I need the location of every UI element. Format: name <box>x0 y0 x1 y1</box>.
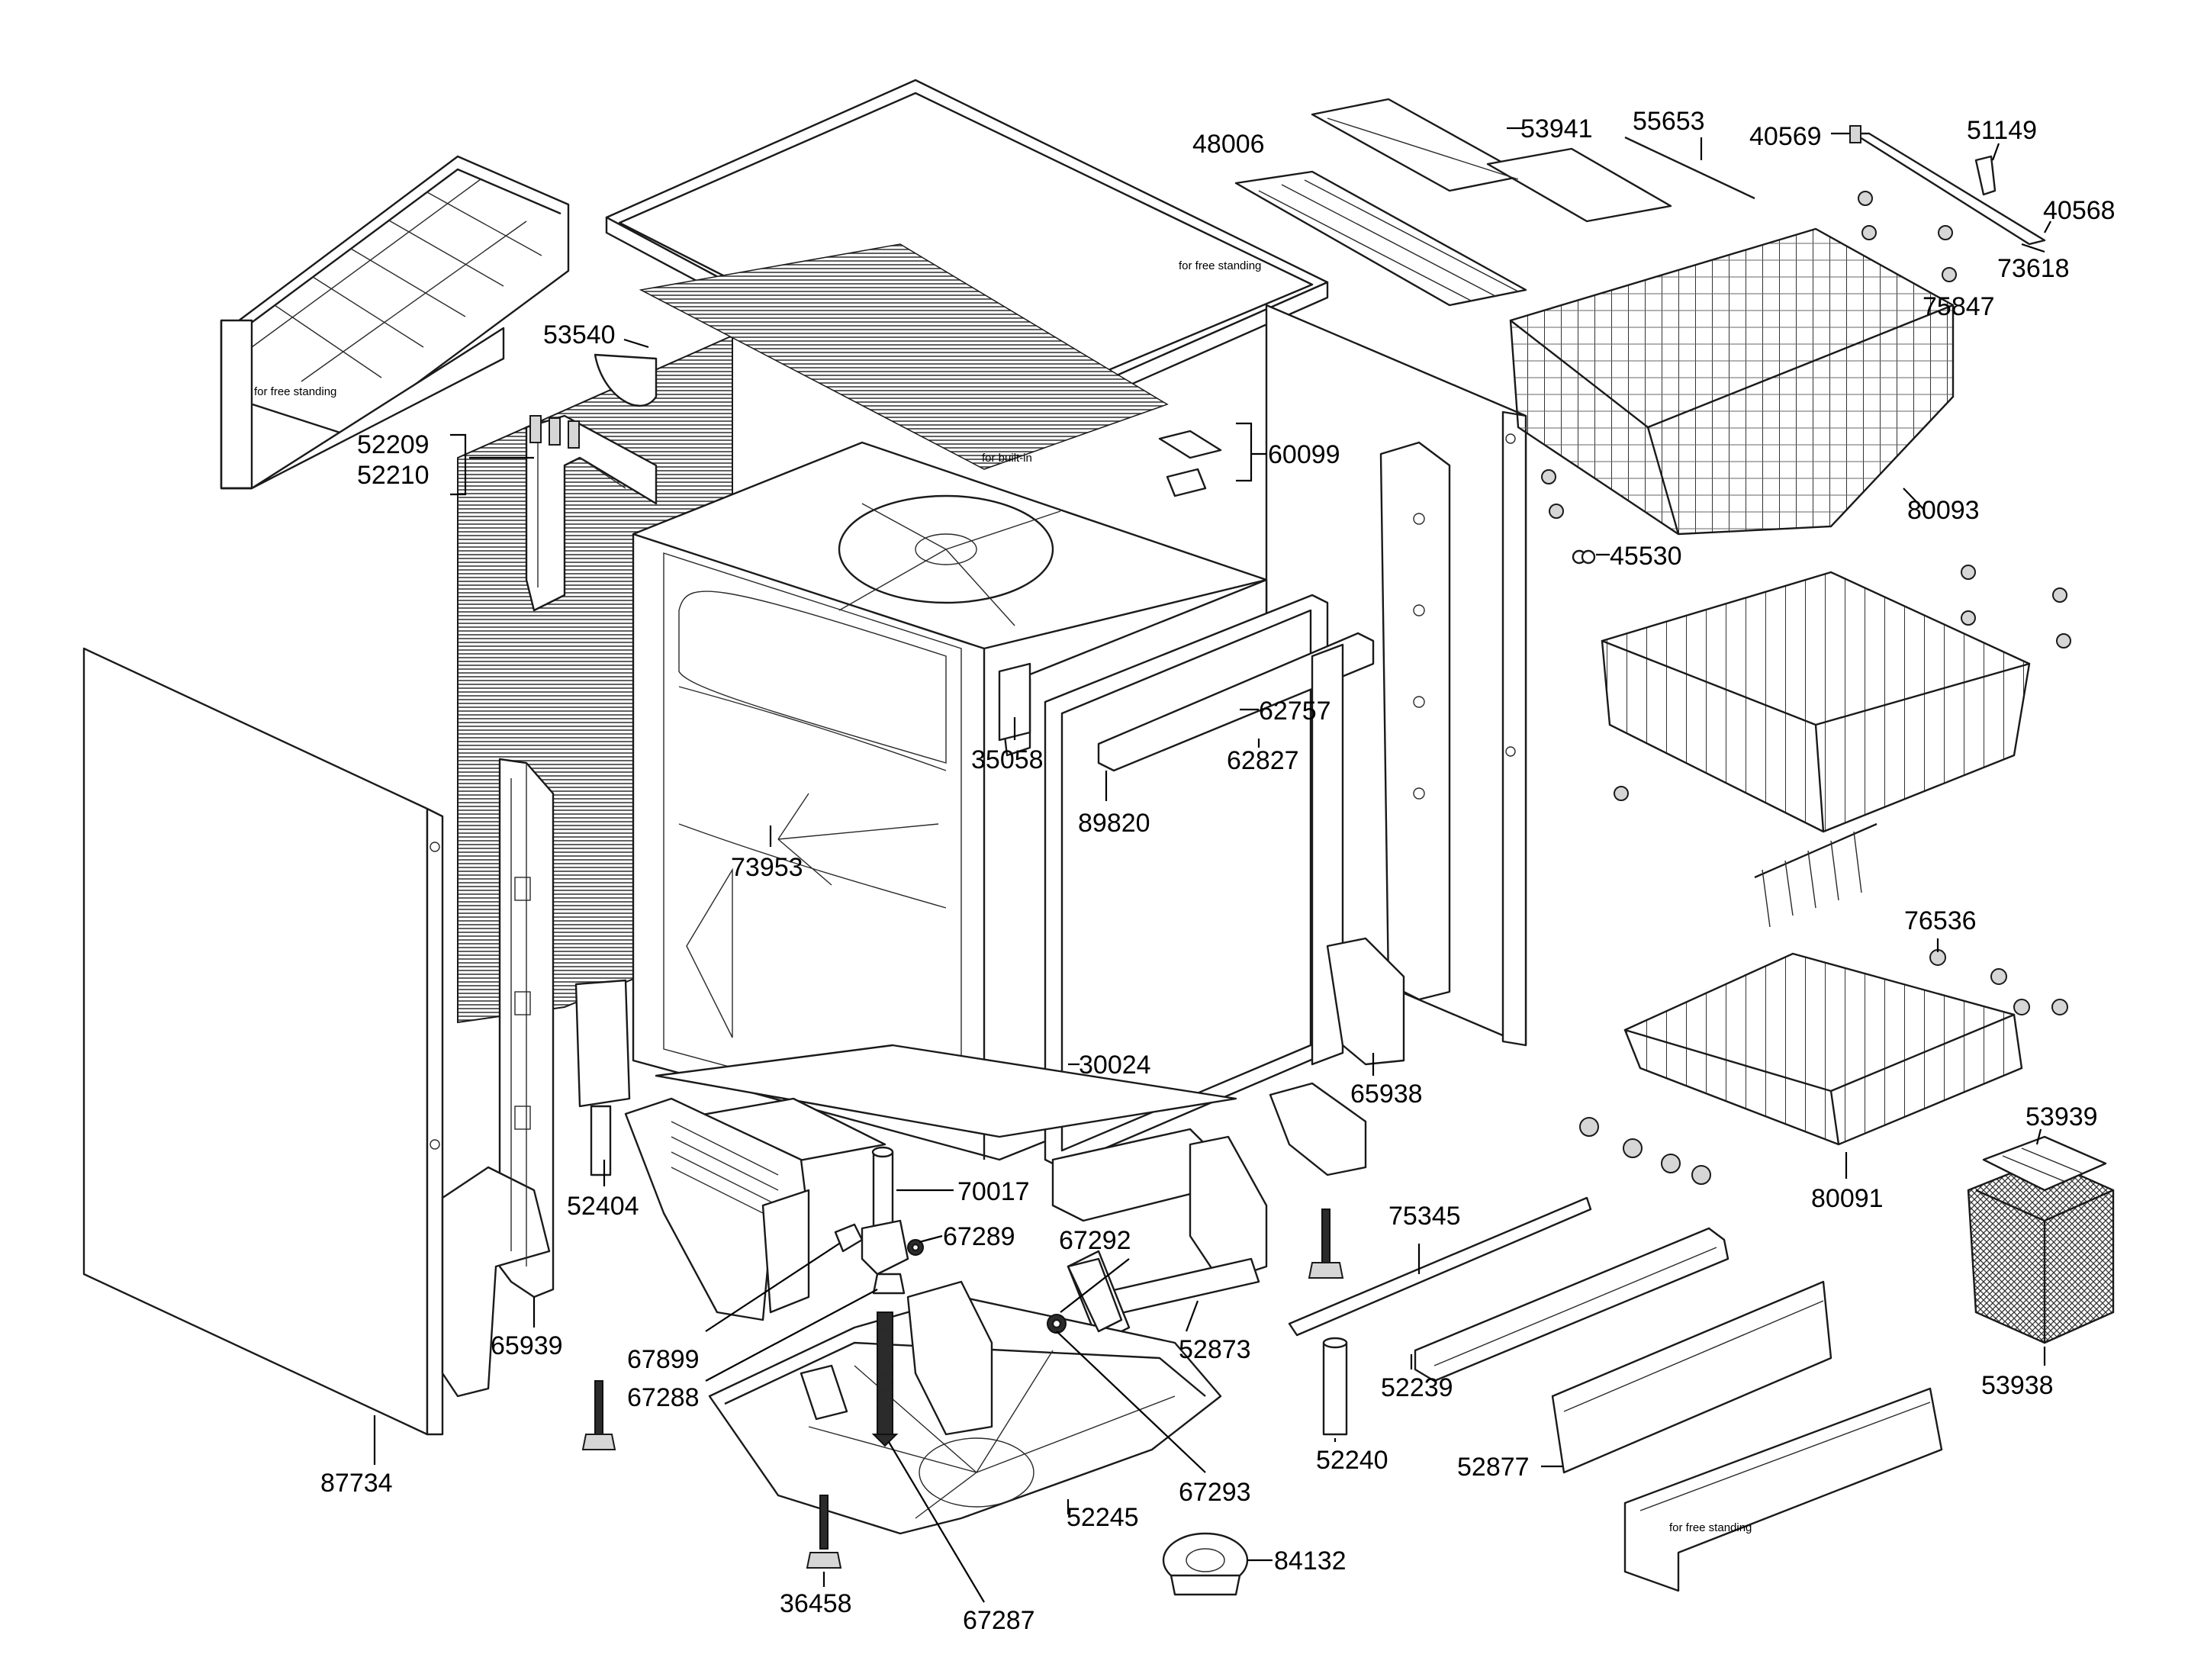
label-53941: 53941 <box>1520 114 1593 143</box>
label-53939: 53939 <box>2026 1102 2098 1131</box>
note-free-standing-bottom: for free standing <box>1669 1521 1752 1534</box>
label-70017: 70017 <box>957 1177 1030 1206</box>
label-62757: 62757 <box>1259 697 1331 726</box>
part-45530-clip <box>1572 549 1596 565</box>
label-80091: 80091 <box>1811 1184 1884 1213</box>
label-53938: 53938 <box>1981 1371 2054 1400</box>
label-84132: 84132 <box>1274 1546 1347 1575</box>
part-75345-strip <box>1288 1196 1592 1337</box>
label-51149: 51149 <box>1967 116 2037 145</box>
part-53941-cutlery-tray <box>1311 98 1672 223</box>
label-52245: 52245 <box>1067 1503 1139 1532</box>
label-30024: 30024 <box>1079 1051 1151 1080</box>
part-60099-hinge <box>1158 430 1222 497</box>
label-67292: 67292 <box>1059 1226 1131 1255</box>
part-36458-foot <box>806 1495 842 1569</box>
label-52877: 52877 <box>1457 1453 1530 1482</box>
label-62827: 62827 <box>1227 746 1299 775</box>
part-65938-rail <box>1326 441 1451 1066</box>
rack-rollers-lower <box>1614 786 1629 801</box>
free-standing-top-tray <box>220 155 570 490</box>
label-80093: 80093 <box>1907 496 1980 525</box>
part-80093-upper-basket <box>1509 227 1955 536</box>
middle-basket <box>1601 571 2031 833</box>
note-built-in: for built-in <box>982 452 1032 465</box>
part-number-labels: 87734 65939 52209 52210 53540 52404 7395… <box>320 107 2116 1635</box>
label-55653: 55653 <box>1633 107 1705 136</box>
part-67899-clip <box>834 1223 864 1253</box>
free-standing-kick-plate <box>1623 1387 1943 1592</box>
top-insulation-mat <box>639 243 1169 470</box>
foot-right <box>1308 1209 1344 1279</box>
label-52240: 52240 <box>1316 1446 1388 1475</box>
label-67289: 67289 <box>943 1222 1015 1251</box>
part-52245-base-tray <box>708 1280 1222 1535</box>
label-60099: 60099 <box>1268 440 1340 469</box>
label-36458: 36458 <box>780 1589 852 1618</box>
label-52210: 52210 <box>357 461 430 490</box>
label-67899: 67899 <box>627 1345 700 1374</box>
label-75345: 75345 <box>1388 1202 1461 1231</box>
part-65939-rail <box>441 758 555 1398</box>
label-40569: 40569 <box>1749 122 1822 151</box>
sump-housing <box>624 1097 810 1321</box>
label-65938: 65938 <box>1350 1080 1423 1109</box>
label-87734: 87734 <box>320 1469 393 1498</box>
note-free-standing-left: for free standing <box>254 385 336 398</box>
label-52209: 52209 <box>357 430 430 459</box>
label-76536: 76536 <box>1904 906 1977 935</box>
label-65939: 65939 <box>491 1331 563 1360</box>
part-87734-side-panel <box>82 647 444 1436</box>
leader-lines <box>373 127 2051 1603</box>
part-67289-fitting <box>907 1239 924 1256</box>
part-48006-cutlery-tray <box>1234 170 1527 307</box>
rack-rollers-mid <box>1541 469 2071 649</box>
label-52404: 52404 <box>567 1192 639 1221</box>
label-67293: 67293 <box>1179 1478 1251 1507</box>
part-70017-pipe <box>861 1146 909 1276</box>
part-84132-pump <box>1162 1532 1249 1596</box>
label-53540: 53540 <box>543 320 616 349</box>
part-55653-wire <box>1624 136 1755 200</box>
part-52877-kick-panel <box>1551 1280 1832 1474</box>
part-52240-tube <box>1322 1337 1348 1436</box>
part-67288-ring <box>872 1273 906 1295</box>
label-73618: 73618 <box>1997 254 2070 283</box>
label-35058: 35058 <box>971 745 1044 774</box>
part-52239-rail <box>1414 1227 1729 1382</box>
part-67287-screw <box>871 1311 899 1447</box>
part-80091-lower-basket <box>1623 822 2023 1146</box>
part-76536-roller-set <box>1579 949 2068 1185</box>
label-75847: 75847 <box>1923 292 1995 321</box>
label-89820: 89820 <box>1078 809 1150 838</box>
part-67293-motor-connector <box>1047 1257 1123 1334</box>
foot-left <box>581 1380 616 1450</box>
rack-roller-set-upper <box>1858 191 1957 282</box>
label-40568: 40568 <box>2043 196 2116 225</box>
part-73618-rail <box>1849 125 2046 246</box>
label-67288: 67288 <box>627 1383 700 1412</box>
label-48006: 48006 <box>1192 130 1265 159</box>
part-53939-basket-lid <box>1982 1135 2107 1192</box>
note-free-standing-top: for free standing <box>1179 259 1261 272</box>
part-52873-base-frame <box>1051 1128 1268 1344</box>
bracket-misc <box>574 662 1367 1176</box>
label-45530: 45530 <box>1610 542 1682 571</box>
label-52239: 52239 <box>1381 1373 1453 1402</box>
label-67287: 67287 <box>963 1606 1035 1635</box>
label-73953: 73953 <box>731 853 803 882</box>
label-52873: 52873 <box>1179 1335 1251 1364</box>
part-52209-52210-bracket <box>525 414 658 612</box>
